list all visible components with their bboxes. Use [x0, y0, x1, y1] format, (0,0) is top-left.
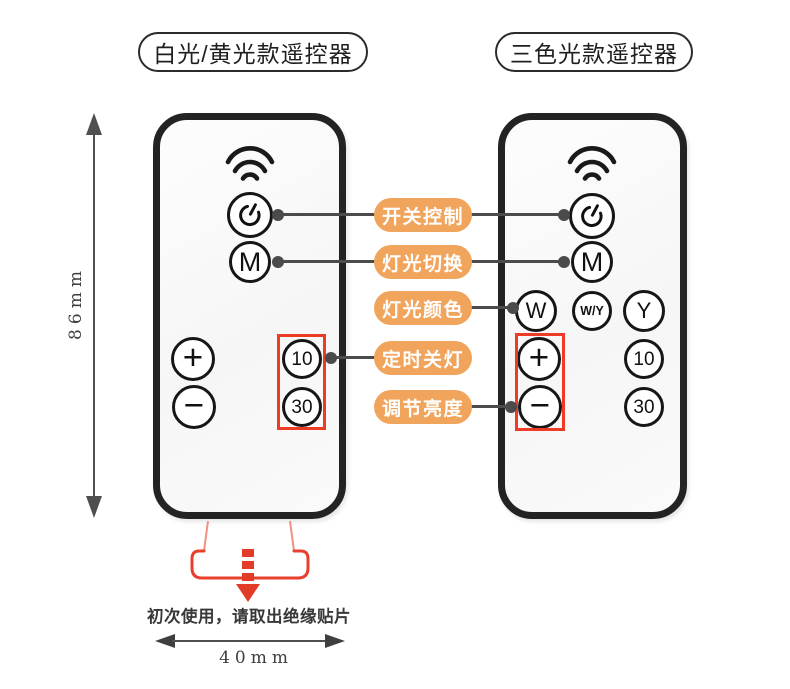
- left-plus-button: +: [171, 337, 215, 381]
- connector-dot: [272, 209, 284, 221]
- left-timer-highlight-box: [277, 334, 326, 430]
- annotation-light-color: 灯光颜色: [374, 291, 472, 325]
- dimension-line-horizontal: [172, 640, 328, 642]
- right-mode-button: M: [571, 241, 613, 283]
- right-timer10-button: 10: [624, 339, 664, 379]
- down-arrow-icon: [236, 549, 260, 602]
- annotation-power-control: 开关控制: [374, 198, 472, 232]
- first-use-note: 初次使用，请取出绝缘贴片: [147, 608, 351, 626]
- left-mode-button: M: [229, 241, 271, 283]
- left-remote-title-text: 白光/黄光款遥控器: [153, 41, 353, 67]
- power-icon: [581, 204, 603, 228]
- connector-dot: [272, 256, 284, 268]
- power-icon: [239, 203, 261, 227]
- annotation-light-switch: 灯光切换: [374, 245, 472, 279]
- left-timer10-button: 10: [282, 339, 322, 379]
- annotation-brightness: 调节亮度: [374, 390, 472, 424]
- height-dimension-label: 86mm: [66, 266, 86, 340]
- connector-timer-left: [331, 356, 376, 359]
- connector-power-right: [470, 213, 564, 216]
- connector-dot: [507, 302, 519, 314]
- right-plus-button: +: [517, 337, 561, 381]
- right-timer30-button: 30: [624, 387, 664, 427]
- right-remote-title-text: 三色光款遥控器: [510, 41, 678, 67]
- width-dimension-label: 40mm: [219, 648, 293, 668]
- connector-mode-left: [278, 260, 376, 263]
- annotation-timer-off: 定时关灯: [374, 341, 472, 375]
- connector-power-left: [278, 213, 376, 216]
- right-brightness-highlight-box: [515, 333, 565, 431]
- dimension-arrow-up: [86, 113, 102, 135]
- left-minus-button: −: [172, 385, 216, 429]
- dimension-arrow-left: [155, 634, 175, 648]
- signal-waves-icon: [225, 145, 275, 181]
- left-remote-title: 白光/黄光款遥控器: [138, 32, 368, 72]
- connector-brightness-right: [470, 405, 512, 408]
- signal-waves-icon: [567, 145, 617, 181]
- right-yellow-button: Y: [623, 290, 665, 332]
- left-remote-body: [153, 113, 346, 519]
- insulation-tab-illustration: [190, 520, 310, 602]
- connector-dot: [558, 209, 570, 221]
- connector-dot: [325, 352, 337, 364]
- connector-color-right: [470, 306, 514, 309]
- connector-dot: [505, 401, 517, 413]
- right-white-yellow-button: W/Y: [572, 291, 612, 331]
- connector-mode-right: [470, 260, 564, 263]
- dimension-line-vertical: [93, 132, 95, 496]
- left-power-button: [227, 192, 273, 238]
- right-power-button: [569, 193, 615, 239]
- right-minus-button: −: [518, 385, 562, 429]
- dimension-arrow-right: [325, 634, 345, 648]
- dimension-arrow-down: [86, 496, 102, 518]
- right-remote-title: 三色光款遥控器: [495, 32, 693, 72]
- connector-dot: [558, 256, 570, 268]
- right-white-button: W: [515, 290, 557, 332]
- left-timer30-button: 30: [282, 387, 322, 427]
